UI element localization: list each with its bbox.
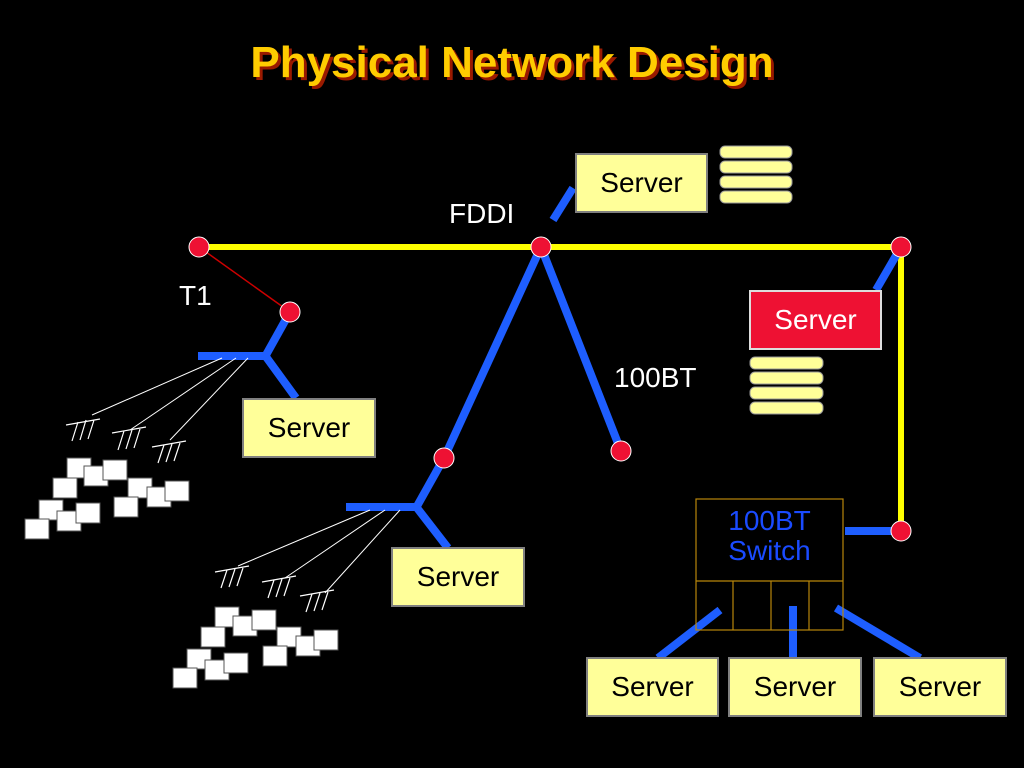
disk-stack-right: [749, 356, 824, 415]
node-100bt: [610, 440, 632, 462]
server-bottom-1: Server: [586, 657, 719, 717]
node-fddi-right: [890, 236, 912, 258]
tap-symbols: [65, 418, 335, 613]
t1-link: [198, 246, 291, 313]
switch-box: [695, 498, 844, 631]
fddi-label: FDDI: [449, 198, 515, 229]
node-switch: [890, 520, 912, 542]
t1-label: T1: [179, 280, 212, 311]
server-bottom-2: Server: [728, 657, 862, 717]
workstations-middle: [172, 606, 339, 689]
workstation-wires-middle: [237, 509, 401, 594]
server-top: Server: [575, 153, 708, 213]
node-fddi-left: [188, 236, 210, 258]
network-nodes: [188, 236, 912, 542]
switch-label: 100BT Switch: [696, 506, 843, 566]
server-bottom-3: Server: [873, 657, 1007, 717]
server-middle: Server: [391, 547, 525, 607]
node-middle-hub: [433, 447, 455, 469]
server-highlighted: Server: [749, 290, 882, 350]
node-t1: [279, 301, 301, 323]
workstations-left: [24, 457, 190, 540]
disk-stack-top: [719, 145, 793, 204]
switch-label-line1: 100BT: [728, 505, 811, 536]
100bt-label: 100BT: [614, 362, 697, 393]
server-left: Server: [242, 398, 376, 458]
switch-label-line2: Switch: [728, 535, 811, 566]
node-fddi-center: [530, 236, 552, 258]
page-title: Physical Network Design: [250, 38, 774, 87]
workstation-wires-left: [91, 357, 249, 441]
